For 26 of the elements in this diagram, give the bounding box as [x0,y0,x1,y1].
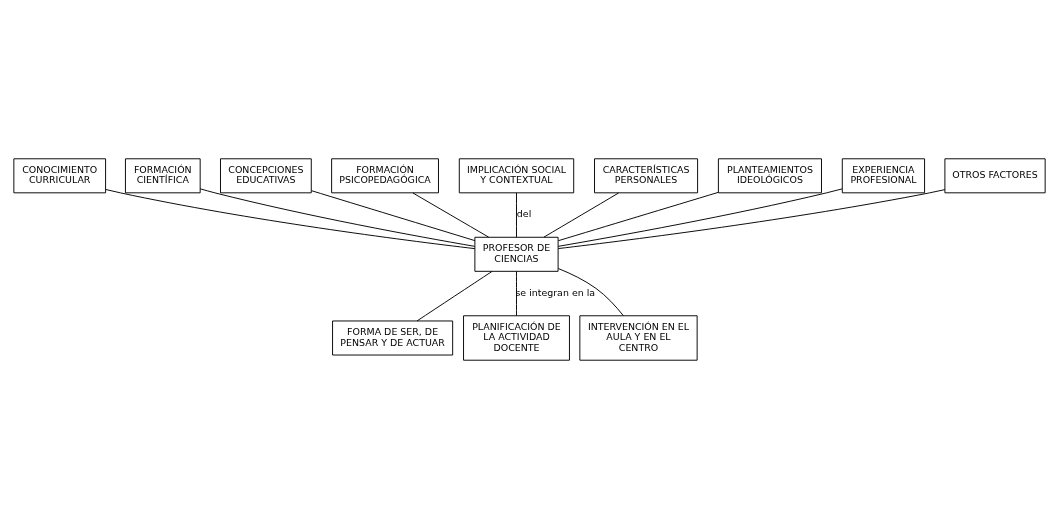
node-box: INTERVENCIÓN EN EL AULA Y EN EL CENTRO [579,314,698,361]
node-box: CARACTERÍSTICAS PERSONALES [594,157,699,193]
connector [416,270,493,321]
node-box: FORMACIÓN CIENTÍFICA [124,157,201,193]
connector [543,192,620,238]
connector [105,188,476,249]
node-box: FORMA DE SER, DE PENSAR Y DE ACTUAR [332,320,454,355]
connector [516,270,517,316]
connector [557,188,946,249]
connector [199,187,476,247]
node-box: EXPERIENCIA PROFESIONAL [841,157,926,193]
node-box: FORMACIÓN PSICOPEDAGÓGICA [331,157,439,193]
connector [557,191,719,241]
node-box: OTROS FACTORES [944,157,1046,193]
connector [557,267,624,316]
node-box: CONCEPCIONES EDUCATIVAS [220,157,312,193]
node-box: CONOCIMIENTO CURRICULAR [13,157,107,193]
node-box: PLANTEAMIENTOS IDEOLÓGICOS [717,157,822,193]
edge-label: del [516,207,532,219]
node-box: PROFESOR DE CIENCIAS [474,236,559,272]
connector [516,192,517,238]
node-box: PLANIFICACIÓN DE LA ACTIVIDAD DOCENTE [463,314,570,361]
connector [311,189,476,241]
connector [412,192,490,238]
connector [557,187,843,247]
node-box: IMPLICACIÓN SOCIAL Y CONTEXTUAL [458,157,575,193]
